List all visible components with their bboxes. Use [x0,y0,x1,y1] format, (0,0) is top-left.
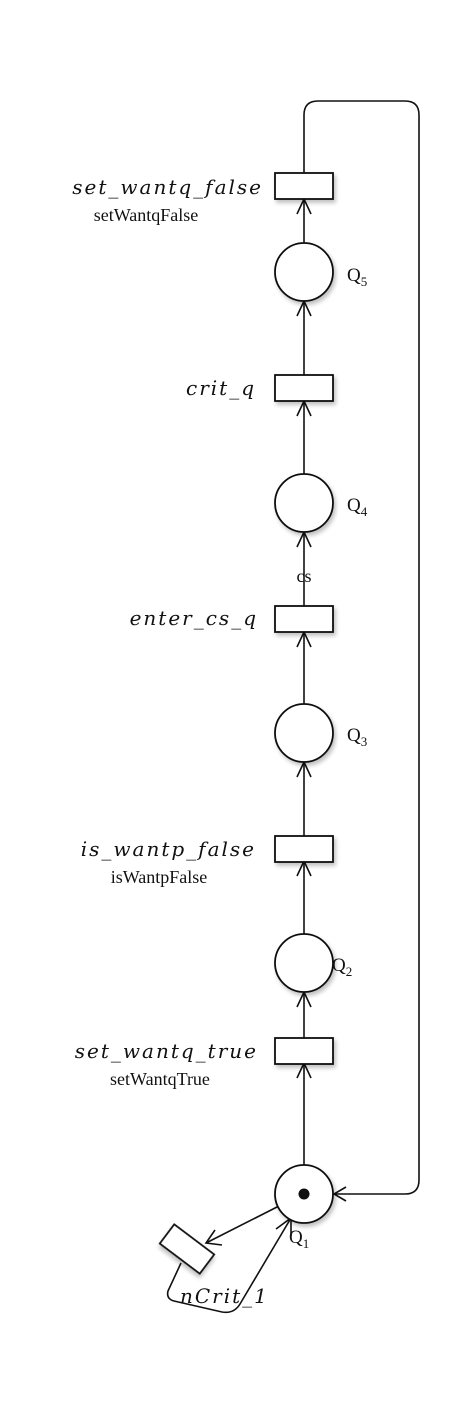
arc-set-wantq-false-to-q1 [303,100,420,1195]
label-set-wantq-true: set_wantq_true [75,1039,258,1063]
label-crit-q: crit_q [186,376,256,400]
label-q3: Q3 [347,725,367,749]
transition-enter-cs-q [274,605,334,633]
label-q4: Q4 [347,495,368,519]
action-set-wantq-false: setWantqFalse [94,205,199,225]
label-q2: Q2 [332,955,352,979]
action-set-wantq-true: setWantqTrue [110,1069,210,1089]
transition-is-wantp-false [274,835,334,863]
place-q5 [274,242,334,302]
transition-set-wantq-false [274,172,334,200]
label-q5: Q5 [347,265,367,289]
token-q1 [298,1188,310,1200]
arc-ncrit-1-to-q1 [166,1217,292,1314]
transition-ncrit-1 [158,1223,216,1275]
action-is-wantp-false: isWantpFalse [111,867,208,887]
label-q1: Q1 [289,1227,309,1251]
label-set-wantq-false: set_wantq_false [72,175,263,199]
arrowhead-q1-loop [332,1186,347,1202]
place-q3 [274,703,334,763]
label-enter-cs-q: enter_cs_q [130,606,258,630]
transition-set-wantq-true [274,1037,334,1065]
transition-crit-q [274,374,334,402]
place-q4 [274,473,334,533]
place-q2 [274,933,334,993]
arrowhead-ncrit-1 [204,1229,223,1246]
arc-q1-to-ncrit-1 [205,1205,280,1244]
label-ncrit-1: nCrit_1 [180,1284,269,1308]
label-is-wantp-false: is_wantp_false [81,837,256,861]
arc-label-cs: cs [297,566,312,586]
